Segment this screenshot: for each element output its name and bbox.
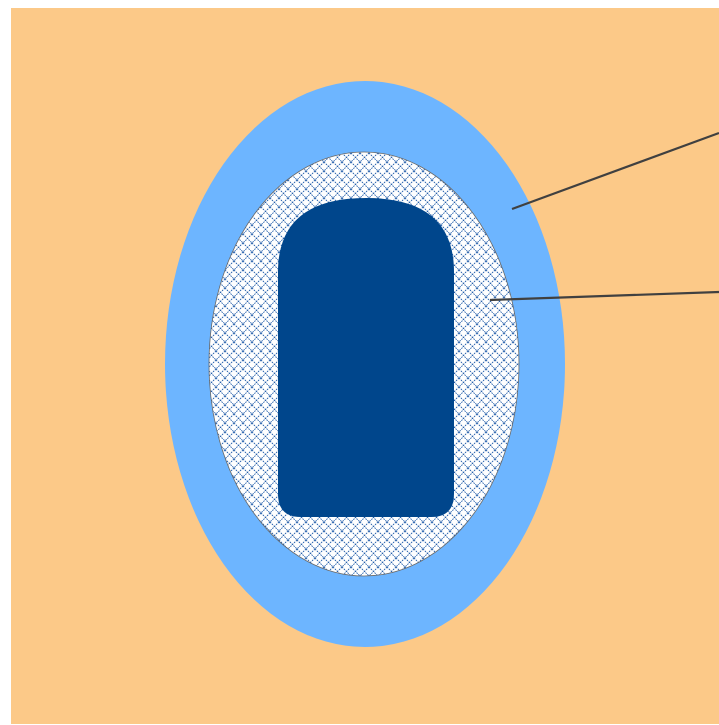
core <box>278 198 454 517</box>
outer-layer-leader-line <box>511 131 719 211</box>
middle-layer-leader-line <box>489 290 719 302</box>
